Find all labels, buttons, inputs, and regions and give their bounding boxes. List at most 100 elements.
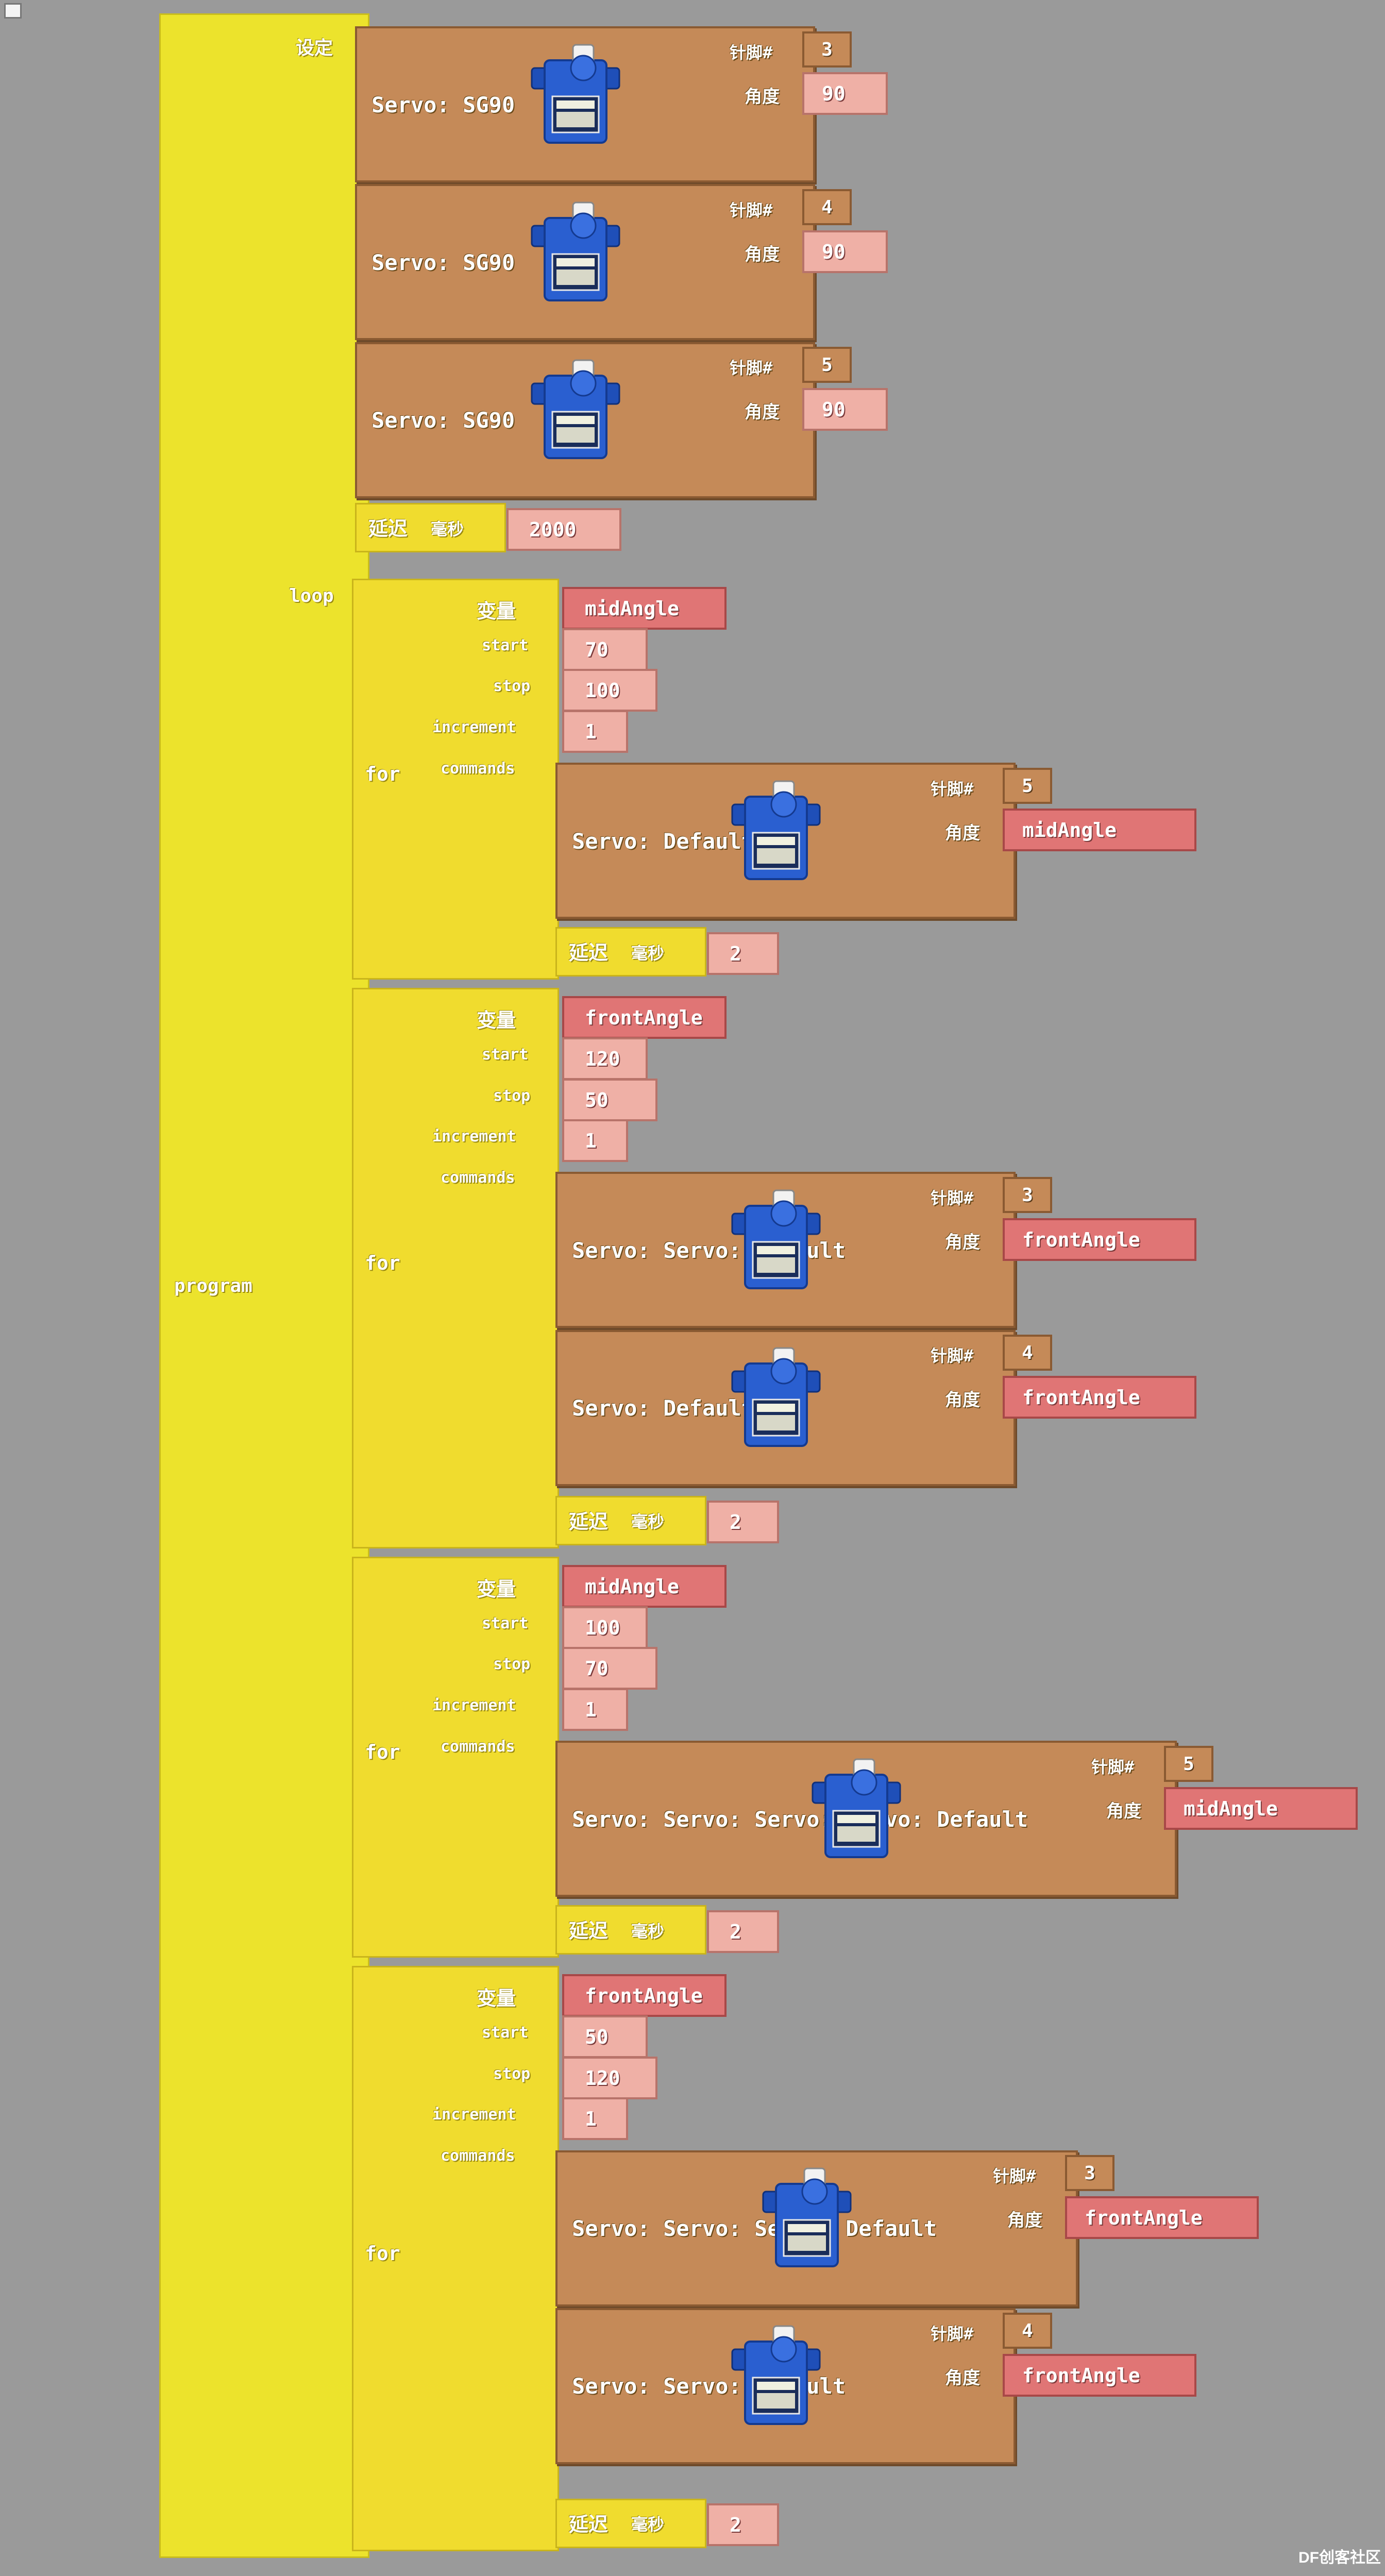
for-label: for [365, 1741, 400, 1763]
var-label: 变量 [477, 600, 516, 622]
increment-value-field[interactable]: 1 [562, 1688, 628, 1731]
delay-value-field[interactable]: 2 [707, 1501, 779, 1543]
stop-value-field[interactable]: 50 [562, 1079, 657, 1121]
delay-value-field[interactable]: 2000 [506, 508, 621, 551]
angle-value-field[interactable]: 90 [802, 388, 888, 431]
increment-value-field[interactable]: 1 [562, 1119, 628, 1162]
commands-label: commands [441, 2147, 515, 2165]
delay-block[interactable] [555, 927, 706, 976]
setup-label: 设定 [296, 38, 333, 59]
delay-block[interactable] [555, 1905, 706, 1955]
for-loop-block[interactable] [352, 1557, 559, 1958]
servo-motor-icon [731, 1189, 821, 1289]
angle-label: 角度 [945, 1232, 980, 1253]
pin-number-field[interactable]: 4 [1003, 2313, 1052, 2349]
angle-value-field[interactable]: midAngle [1003, 809, 1196, 851]
start-value-field[interactable]: 70 [562, 628, 648, 671]
angle-value-field[interactable]: midAngle [1164, 1787, 1358, 1830]
pin-number-field[interactable]: 4 [802, 189, 852, 225]
ms-label: 毫秒 [431, 519, 464, 539]
delay-label: 延迟 [569, 1510, 609, 1533]
commands-label: commands [441, 760, 515, 778]
servo-motor-icon [531, 44, 620, 144]
commands-label: commands [441, 1169, 515, 1187]
increment-label: increment [432, 2106, 516, 2124]
ms-label: 毫秒 [631, 2515, 665, 2534]
for-label: for [365, 763, 400, 785]
var-label: 变量 [477, 1009, 516, 1032]
for-label: for [365, 2242, 400, 2265]
servo-title: Servo: SG90 [371, 92, 515, 117]
pin-number-field[interactable]: 3 [1003, 1177, 1052, 1213]
increment-value-field[interactable]: 1 [562, 2097, 628, 2140]
delay-block[interactable] [555, 1496, 706, 1545]
pin-label: 针脚# [931, 1188, 974, 1208]
servo-motor-icon [531, 359, 620, 459]
var-label: 变量 [477, 1578, 516, 1601]
angle-label: 角度 [745, 244, 780, 265]
angle-value-field[interactable]: 90 [802, 72, 888, 115]
stop-label: stop [493, 1655, 531, 1673]
angle-label: 角度 [1106, 1801, 1141, 1822]
loop-variable-field[interactable]: frontAngle [562, 1974, 727, 2017]
angle-value-field[interactable]: frontAngle [1003, 2354, 1196, 2397]
for-label: for [365, 1252, 400, 1274]
for-loop-block[interactable] [352, 1966, 559, 2551]
for-loop-block[interactable] [352, 579, 559, 980]
delay-block[interactable] [555, 2499, 706, 2548]
delay-label: 延迟 [569, 941, 609, 964]
pin-label: 针脚# [1091, 1757, 1135, 1777]
pin-label: 针脚# [931, 2324, 974, 2344]
angle-value-field[interactable]: frontAngle [1065, 2196, 1259, 2239]
increment-label: increment [432, 1696, 516, 1714]
pin-number-field[interactable]: 5 [802, 347, 852, 383]
loop-variable-field[interactable]: frontAngle [562, 996, 727, 1039]
start-label: start [482, 2024, 529, 2042]
pin-label: 针脚# [931, 1346, 974, 1366]
servo-motor-icon [531, 201, 620, 301]
loop-variable-field[interactable]: midAngle [562, 587, 727, 630]
ms-label: 毫秒 [631, 1512, 665, 1531]
loop-variable-field[interactable]: midAngle [562, 1565, 727, 1608]
servo-motor-icon [731, 2325, 821, 2425]
pin-number-field[interactable]: 3 [802, 31, 852, 68]
delay-label: 延迟 [368, 517, 408, 540]
for-loop-block[interactable] [352, 988, 559, 1548]
stop-value-field[interactable]: 120 [562, 2057, 657, 2099]
start-label: start [482, 636, 529, 654]
loop-label: loop [289, 585, 334, 607]
stop-label: stop [493, 1087, 531, 1105]
start-value-field[interactable]: 100 [562, 1606, 648, 1649]
ms-label: 毫秒 [631, 944, 665, 963]
pin-number-field[interactable]: 3 [1065, 2155, 1114, 2191]
pin-number-field[interactable]: 5 [1003, 768, 1052, 804]
stop-value-field[interactable]: 100 [562, 669, 657, 712]
angle-value-field[interactable]: frontAngle [1003, 1376, 1196, 1419]
ms-label: 毫秒 [631, 1922, 665, 1941]
program-block[interactable] [159, 13, 369, 2558]
stop-value-field[interactable]: 70 [562, 1647, 657, 1690]
delay-value-field[interactable]: 2 [707, 2503, 779, 2546]
angle-label: 角度 [745, 87, 780, 107]
delay-block[interactable] [355, 503, 506, 552]
watermark-logo: DF创客社区 [1298, 2549, 1381, 2566]
increment-value-field[interactable]: 1 [562, 710, 628, 753]
pin-number-field[interactable]: 5 [1164, 1746, 1213, 1782]
angle-label: 角度 [945, 823, 980, 844]
window-icon[interactable] [4, 3, 22, 19]
delay-value-field[interactable]: 2 [707, 1910, 779, 1953]
start-value-field[interactable]: 50 [562, 2015, 648, 2058]
angle-value-field[interactable]: frontAngle [1003, 1218, 1196, 1261]
program-label: program [174, 1275, 252, 1297]
servo-motor-icon [762, 2167, 852, 2267]
servo-motor-icon [812, 1758, 901, 1858]
angle-label: 角度 [1007, 2210, 1042, 2231]
start-value-field[interactable]: 120 [562, 1037, 648, 1080]
pin-number-field[interactable]: 4 [1003, 1335, 1052, 1371]
angle-label: 角度 [945, 1390, 980, 1410]
delay-value-field[interactable]: 2 [707, 932, 779, 975]
servo-title: Servo: Servo: Servo: Default [572, 2216, 937, 2241]
angle-value-field[interactable]: 90 [802, 230, 888, 273]
stop-label: stop [493, 677, 531, 695]
